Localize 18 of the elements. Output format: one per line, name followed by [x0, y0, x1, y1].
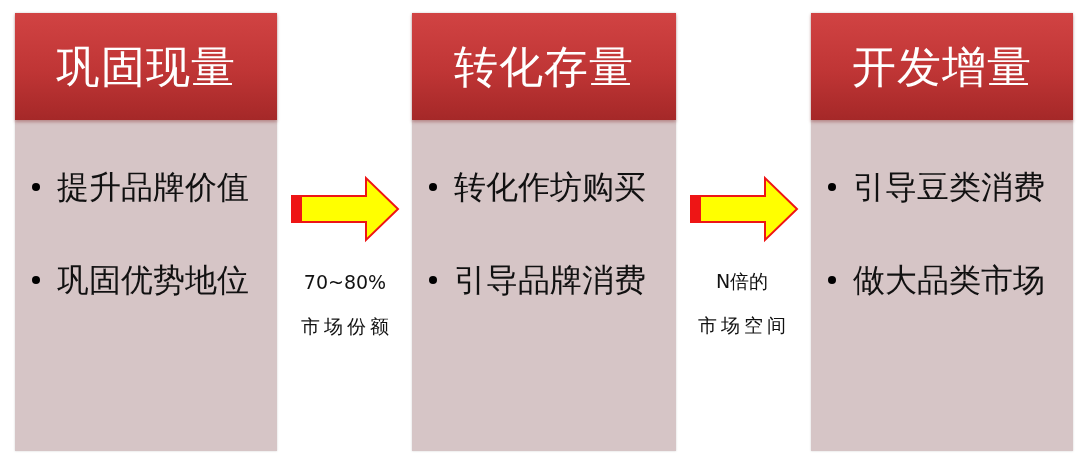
bullet-text: 提升品牌价值	[57, 167, 249, 207]
bullet-text: 引导品牌消费	[454, 260, 646, 300]
arrow-caption: N倍的	[715, 269, 769, 293]
bullet-text: 做大品类市场	[853, 260, 1045, 300]
block-arrow	[291, 175, 400, 243]
column-card	[412, 13, 676, 451]
arrow-caption: 70~80%	[303, 270, 387, 294]
column-card	[15, 13, 277, 451]
bullet-text: 引导豆类消费	[853, 167, 1045, 207]
heading-text: 开发增量	[852, 40, 1032, 93]
heading-text: 巩固现量	[56, 40, 236, 93]
block-arrow	[690, 175, 799, 243]
column-card	[811, 13, 1073, 451]
heading-text: 转化存量	[454, 40, 634, 93]
bullet-text: 巩固优势地位	[57, 260, 249, 300]
arrow-caption: 市场份额	[301, 314, 393, 338]
bullet-text: 转化作坊购买	[454, 167, 646, 207]
arrow-caption: 市场空间	[698, 313, 790, 337]
